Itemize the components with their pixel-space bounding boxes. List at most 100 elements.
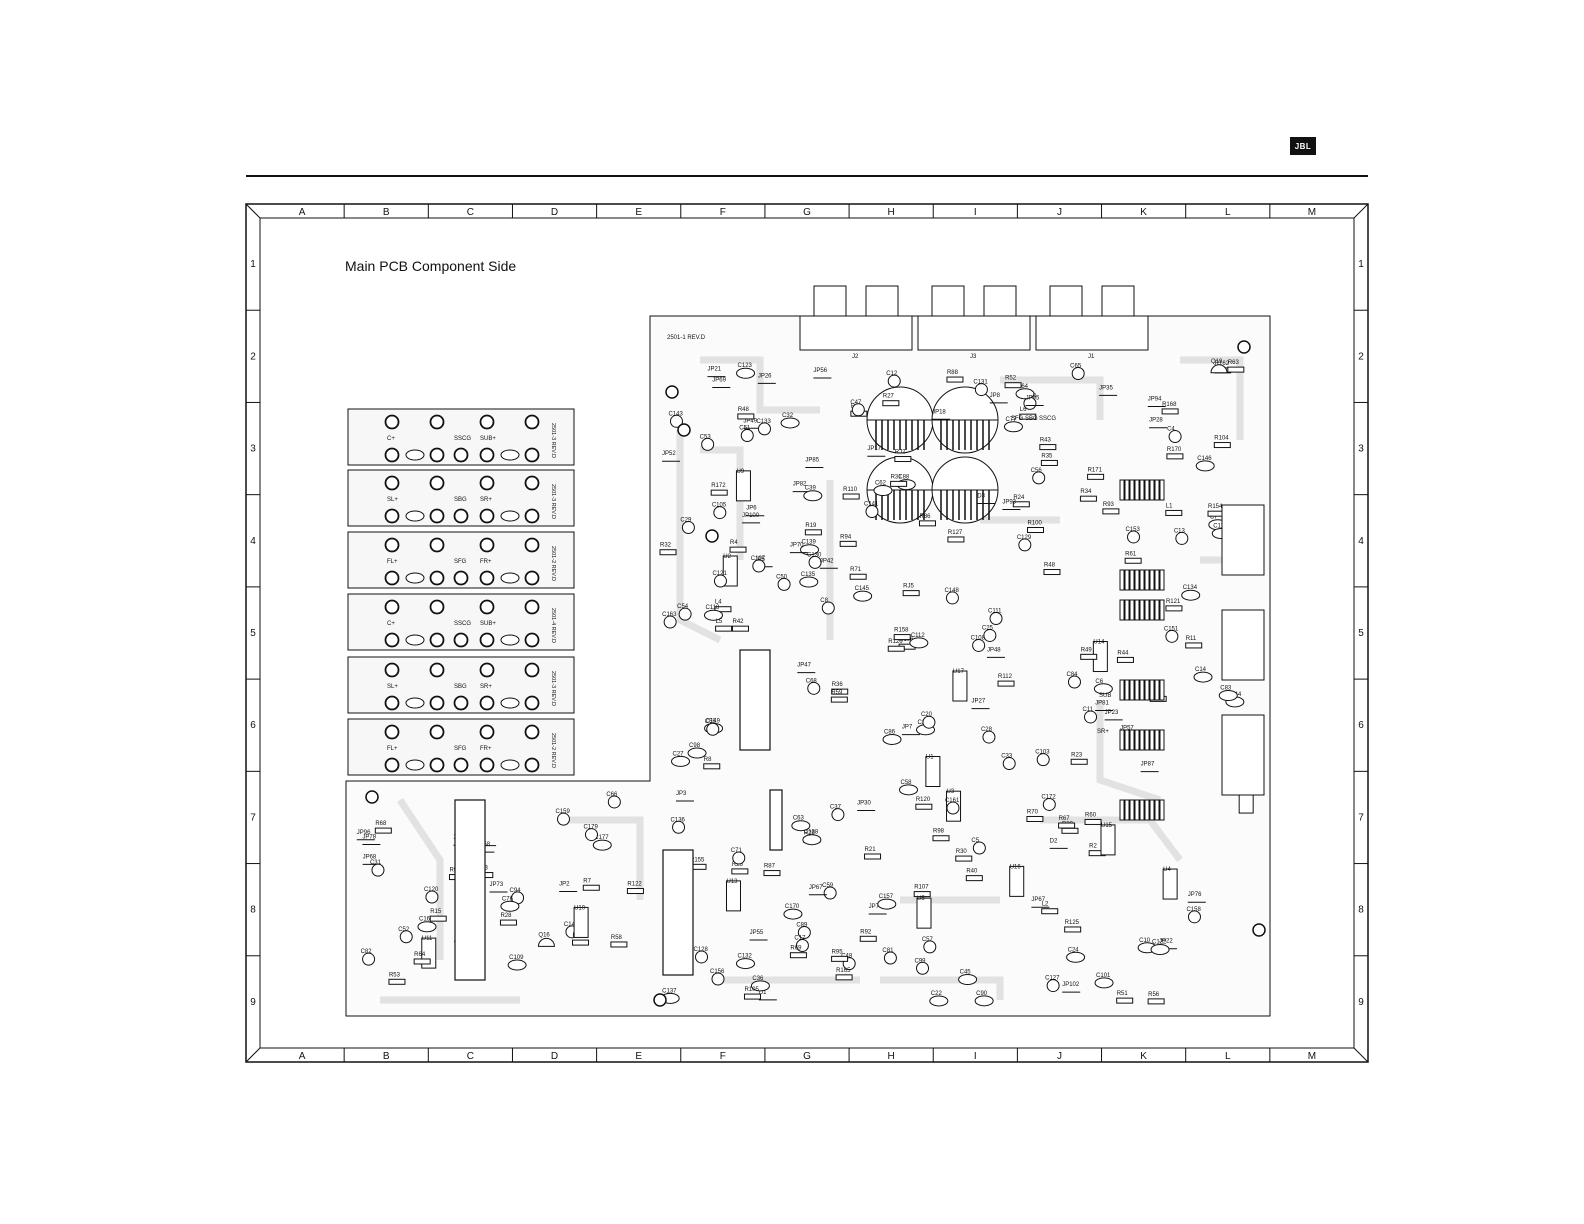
component: JP48 (986, 647, 1005, 658)
component-ref: L1 (1166, 503, 1173, 509)
component: R7 (582, 878, 600, 891)
component-ref: C24 (1068, 947, 1080, 953)
component-ref: JP96 (357, 830, 371, 836)
component: JP30 (857, 801, 876, 812)
coil-segment (1119, 679, 1125, 701)
component: JP27 (971, 699, 990, 710)
component-ref: C177 (594, 835, 609, 841)
component-ref: C136 (671, 817, 686, 823)
component-ref: C111 (988, 609, 1002, 615)
component-ref: R64 (414, 952, 426, 958)
component: JP42 (819, 558, 838, 569)
component-ref: JP69 (712, 378, 726, 384)
component: R126 (887, 639, 905, 652)
component: C50 (776, 574, 791, 591)
component: C59 (822, 883, 837, 900)
coil-segment (1119, 729, 1125, 751)
component-ref: R44 (1117, 650, 1129, 656)
component-ref: C25 (982, 625, 994, 631)
component-ref: R43 (1040, 438, 1052, 444)
component-ref: C158 (1186, 907, 1201, 913)
component: L4 (714, 600, 732, 613)
component-ref: C172 (1041, 794, 1056, 800)
component: C108 (971, 635, 986, 652)
rca-jack-block: J3 (917, 285, 1031, 360)
terminal-label: SUB+ (480, 621, 496, 627)
component: JP102 (1062, 982, 1081, 993)
component-ref: C22 (931, 991, 943, 997)
component-ref: JP78 (362, 834, 376, 840)
component: R121 (1165, 599, 1183, 612)
component: R171 (1087, 467, 1105, 480)
component-ref: C66 (606, 792, 618, 798)
board-rev: 2501-3 REV.D (550, 484, 556, 519)
jack-label: J2 (852, 354, 859, 360)
col-label-top: I (974, 207, 977, 218)
component: C11 (1083, 707, 1098, 724)
terminal-label: SFG (454, 559, 467, 565)
component: R30 (955, 849, 973, 862)
component: C31 (370, 860, 385, 877)
component-ref: R165 (836, 968, 851, 974)
component-ref: R88 (947, 370, 959, 376)
component: D1 (758, 990, 777, 1001)
col-label-bottom: G (803, 1051, 811, 1062)
coil-segment (1149, 599, 1155, 621)
row-label-right: 5 (1358, 628, 1364, 639)
col-label-bottom: M (1308, 1051, 1316, 1062)
component: R95 (831, 949, 849, 962)
silk-label: SSCG (1039, 416, 1056, 422)
component: R93 (1102, 502, 1120, 515)
coil-segment (1154, 479, 1160, 501)
component: C53 (700, 434, 715, 451)
component: C68 (806, 678, 821, 695)
component-ref: JP42 (820, 558, 834, 564)
board-rev: 2501-3 REV.D (550, 423, 556, 458)
component: C103 (1035, 750, 1050, 767)
component: R68 (374, 821, 392, 834)
component-ref: U10 (574, 905, 586, 911)
component-ref: R95 (832, 949, 844, 955)
component: C134 (1181, 585, 1201, 601)
col-label-bottom: I (974, 1051, 977, 1062)
component: JP93 (1002, 499, 1021, 510)
component: R60 (1084, 812, 1102, 825)
component: C77 (1003, 417, 1023, 433)
component-ref: R155 (690, 857, 705, 863)
component-ref: R48 (738, 407, 750, 413)
coil-segment (1139, 569, 1145, 591)
component-ref: C64 (1017, 384, 1029, 390)
mounting-hole (677, 423, 691, 437)
coil-segment (1139, 679, 1145, 701)
component-ref: C31 (370, 860, 382, 866)
component-ref: JP27 (972, 699, 986, 705)
component-ref: R70 (1027, 809, 1039, 815)
coil-segment (1159, 479, 1165, 501)
component: C105 (712, 503, 727, 520)
component: C76 (500, 896, 520, 912)
component: C81 (882, 948, 897, 965)
component-ref: C10 (1139, 938, 1151, 944)
component: C148 (944, 588, 959, 605)
component-ref: JP73 (489, 882, 503, 888)
col-label-bottom: A (299, 1051, 306, 1062)
ic-package (739, 649, 771, 751)
component-ref: R93 (1103, 502, 1115, 508)
row-label-left: 9 (250, 997, 256, 1008)
component: R92 (859, 929, 877, 942)
coil-segment (1124, 599, 1130, 621)
component: JP8 (989, 393, 1008, 404)
silk-label: SUB (1099, 693, 1111, 699)
component-ref: C54 (677, 604, 689, 610)
terminal-label: SSCG (454, 436, 471, 442)
coil-segment (1119, 569, 1125, 591)
jbl-logo: JBL (1290, 137, 1316, 155)
component-ref: U2 (723, 554, 731, 560)
component: R71 (849, 567, 867, 580)
component-ref: JP23 (1105, 710, 1119, 716)
component: C64 (1015, 384, 1035, 400)
component-ref: C135 (801, 572, 816, 578)
coil-segment (1154, 679, 1160, 701)
col-label-top: L (1225, 207, 1231, 218)
component: C65 (1070, 364, 1085, 381)
